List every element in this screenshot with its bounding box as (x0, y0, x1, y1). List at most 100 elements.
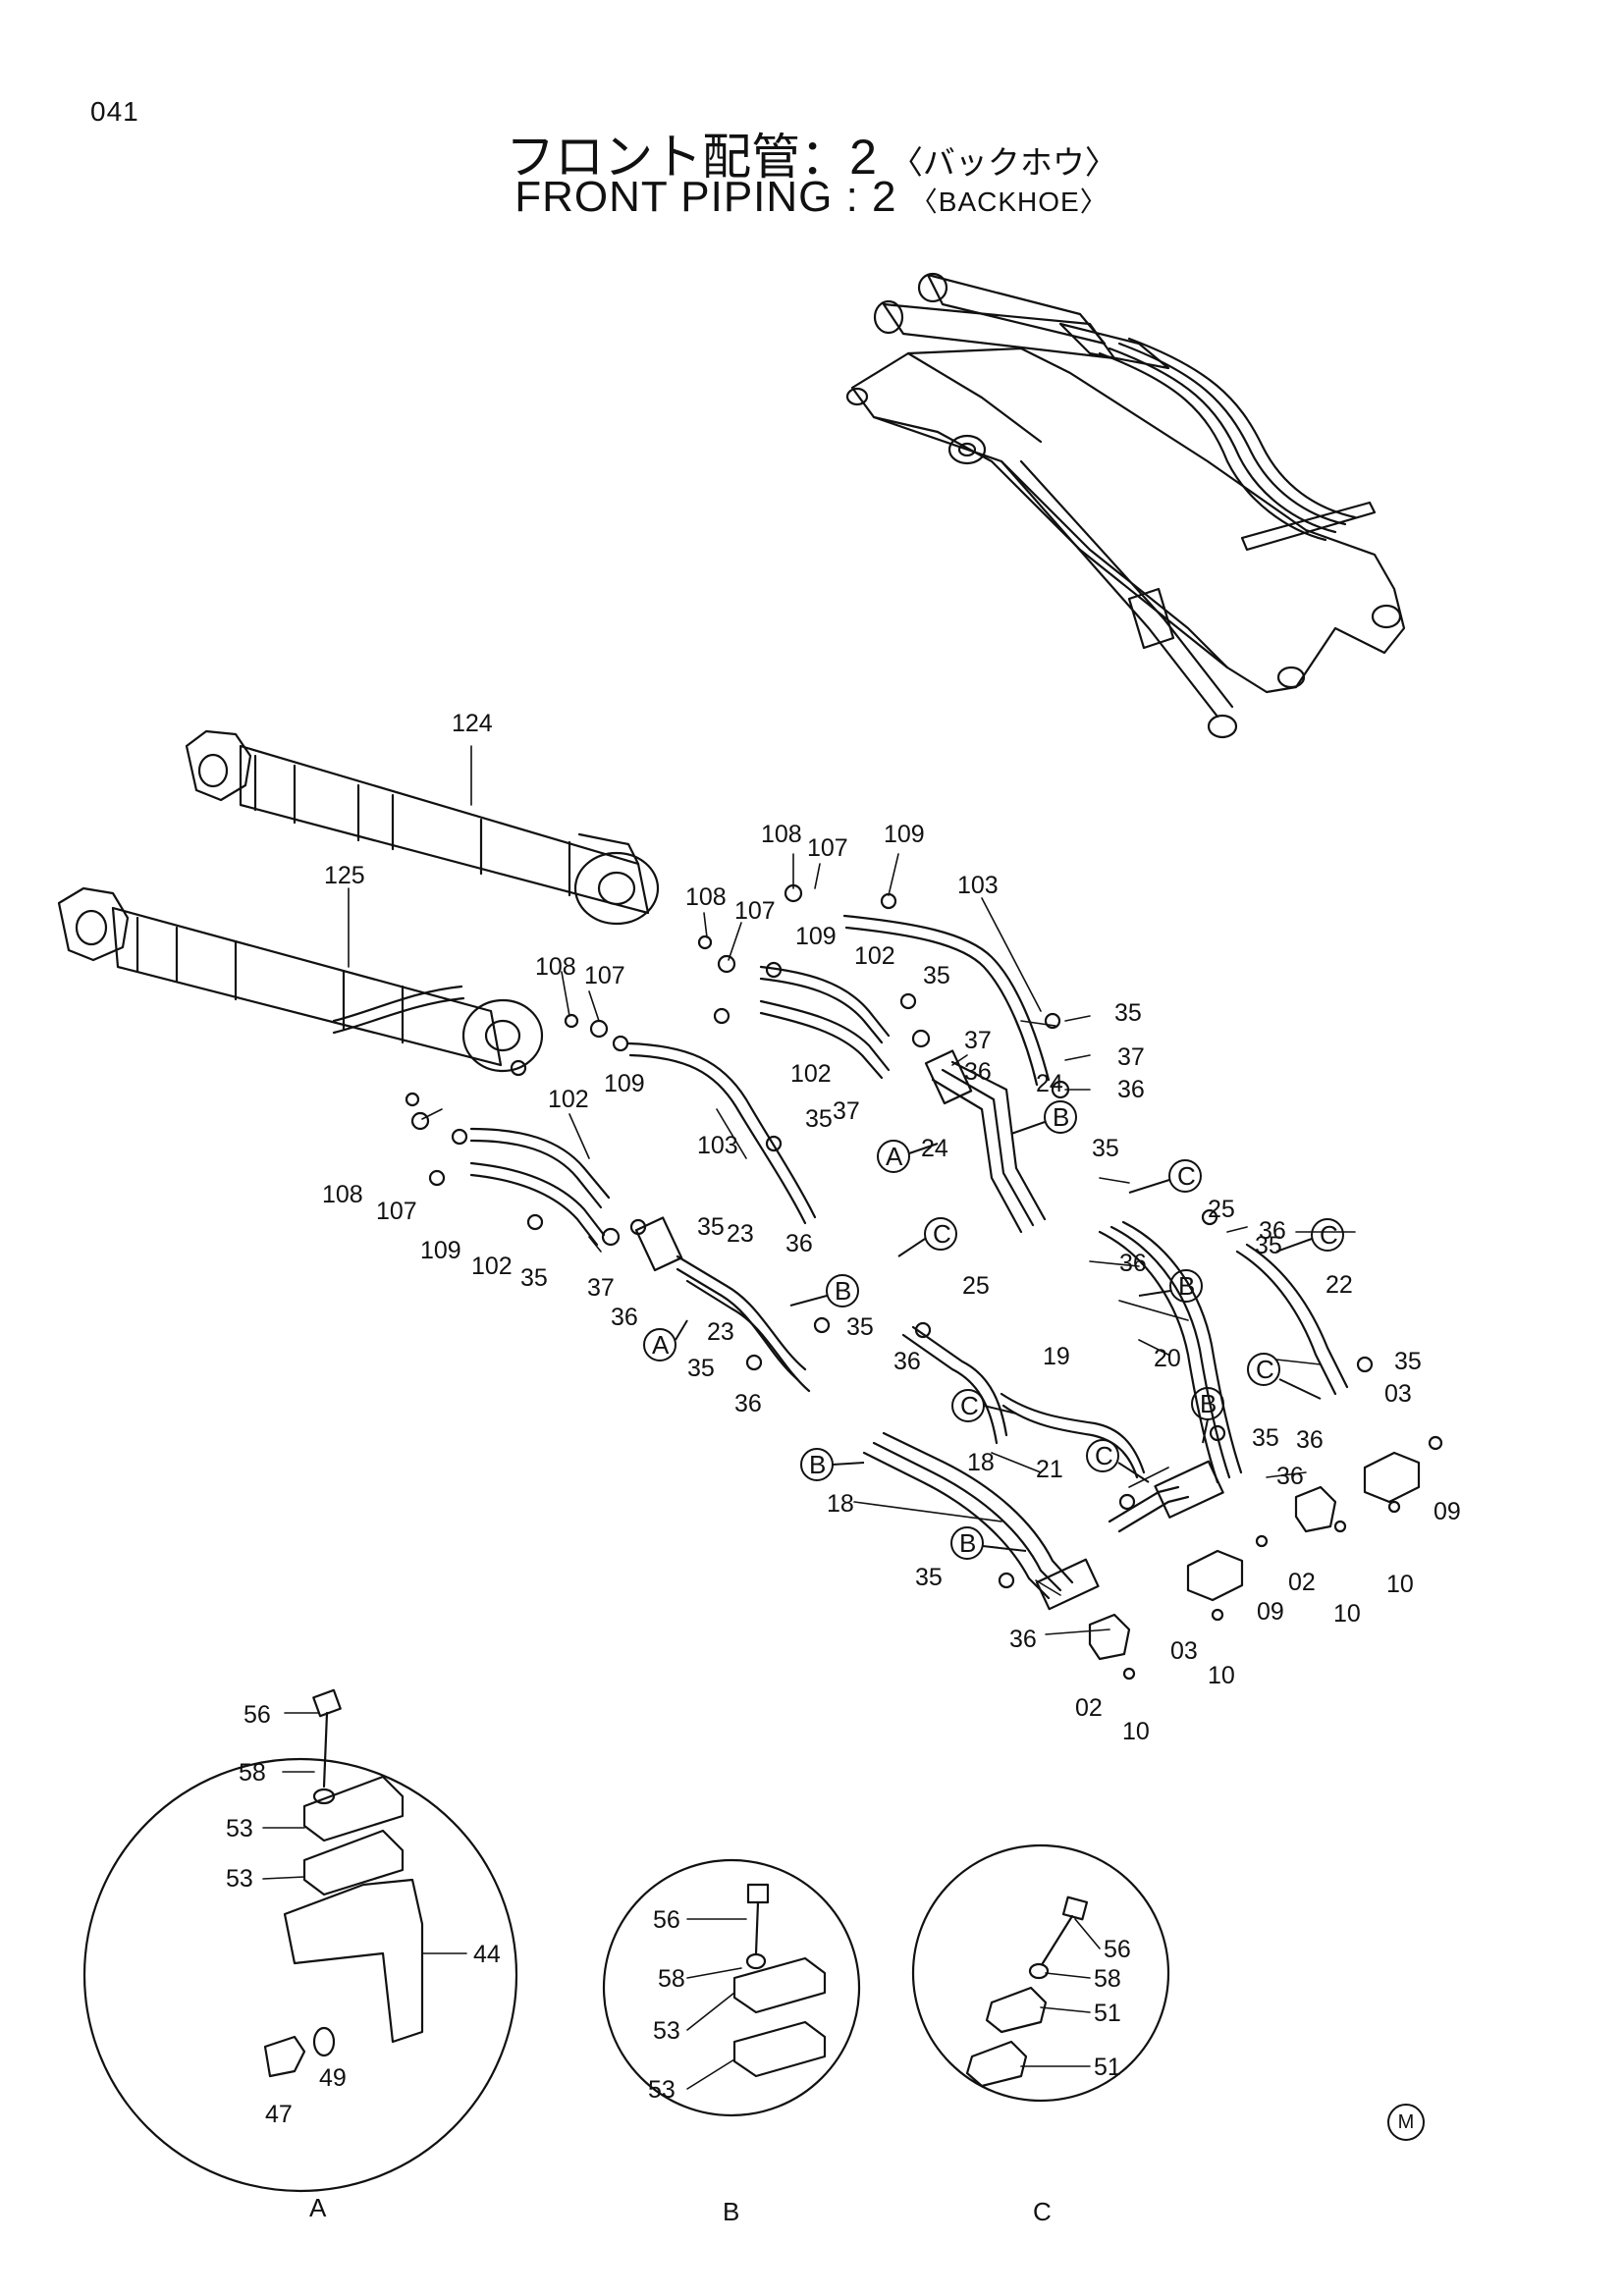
label-36: 36 (1119, 1250, 1147, 1277)
lower-pipe-bundles (634, 1049, 1349, 1611)
label-35: 35 (520, 1264, 548, 1292)
label-36: 36 (734, 1390, 762, 1417)
label-35: 35 (805, 1105, 833, 1133)
label-44: 44 (473, 1941, 501, 1968)
maker-mark: M (1387, 2104, 1425, 2141)
leader-lines (262, 745, 1356, 2090)
label-36: 36 (1259, 1217, 1286, 1245)
label-03: 03 (1170, 1637, 1198, 1665)
callout-c-1 (1128, 1159, 1202, 1194)
label-23: 23 (727, 1220, 754, 1248)
label-21: 21 (1036, 1456, 1063, 1483)
cylinder-125 (57, 886, 544, 1073)
label-02: 02 (1075, 1694, 1103, 1722)
callout-letter-c: C (1320, 1220, 1338, 1250)
label-109: 109 (884, 821, 925, 848)
label-58: 58 (658, 1965, 685, 1993)
label-18: 18 (827, 1490, 854, 1518)
label-25: 25 (1208, 1196, 1235, 1223)
label-37: 37 (1117, 1043, 1145, 1071)
label-125: 125 (324, 862, 365, 889)
callout-b-3 (1138, 1269, 1203, 1303)
callout-b-5 (800, 1448, 865, 1481)
callout-letters: C B A C C B A B C C B C B B (652, 1102, 1338, 1558)
callout-markers (643, 1100, 1344, 1560)
title-japanese: フロント配管：2 〈バックホウ〉 (0, 118, 1623, 188)
label-25: 25 (962, 1272, 990, 1300)
label-36: 36 (785, 1230, 813, 1257)
label-23: 23 (707, 1318, 734, 1346)
label-58: 58 (1094, 1965, 1121, 1993)
callout-letter-b: B (959, 1528, 976, 1558)
callout-a-1 (877, 1140, 939, 1173)
label-53: 53 (226, 1865, 253, 1893)
label-35: 35 (915, 1564, 943, 1591)
label-10: 10 (1333, 1600, 1361, 1628)
callout-letter-c: C (933, 1219, 951, 1249)
label-102: 102 (548, 1086, 589, 1113)
label-53: 53 (226, 1815, 253, 1842)
boom-overview (845, 272, 1406, 739)
callout-letter-a: A (652, 1330, 670, 1360)
label-56: 56 (243, 1701, 271, 1729)
label-35: 35 (1255, 1232, 1282, 1259)
label-58: 58 (239, 1759, 266, 1787)
label-20: 20 (1154, 1345, 1181, 1372)
callout-letter-b: B (1178, 1271, 1195, 1301)
label-35: 35 (687, 1355, 715, 1382)
label-102: 102 (471, 1253, 513, 1280)
label-35: 35 (846, 1313, 874, 1341)
label-37: 37 (833, 1097, 860, 1125)
detail-c-drawing (965, 1896, 1089, 2088)
callout-letter-c: C (1177, 1161, 1196, 1191)
label-22: 22 (1325, 1271, 1353, 1299)
detail-circle-c (911, 1843, 1170, 2103)
label-108: 108 (761, 821, 802, 848)
callout-letter-a: A (886, 1142, 903, 1171)
label-09: 09 (1434, 1498, 1461, 1525)
callout-letter-b: B (809, 1450, 826, 1479)
label-36: 36 (1276, 1463, 1304, 1490)
label-47: 47 (265, 2101, 293, 2128)
label-36: 36 (1117, 1076, 1145, 1103)
label-35: 35 (923, 962, 950, 989)
callout-letter-b: B (1200, 1389, 1217, 1418)
title-english: FRONT PIPING : 2 〈BACKHOE〉 (0, 173, 1623, 222)
label-49: 49 (319, 2064, 347, 2092)
callout-letter-c: C (1256, 1355, 1274, 1384)
label-02: 02 (1288, 1569, 1316, 1596)
callout-c-3 (1275, 1218, 1344, 1253)
detail-circle-a (82, 1757, 518, 2193)
detail-b-drawing (732, 1883, 827, 2078)
callout-c-6 (1086, 1439, 1150, 1483)
callout-b-2 (789, 1274, 859, 1308)
label-124: 124 (452, 710, 493, 737)
label-109: 109 (795, 923, 837, 950)
label-19: 19 (1043, 1343, 1070, 1370)
label-107: 107 (734, 897, 776, 925)
callout-letter-b: B (835, 1276, 851, 1306)
detail-circle-b (602, 1858, 861, 2117)
label-36: 36 (1009, 1626, 1037, 1653)
label-109: 109 (604, 1070, 645, 1097)
label-36: 36 (611, 1304, 638, 1331)
clamp-blocks (1088, 1435, 1443, 1681)
callout-c-4 (1247, 1353, 1322, 1400)
label-36: 36 (1296, 1426, 1324, 1454)
label-51: 51 (1094, 2054, 1121, 2081)
label-102: 102 (854, 942, 895, 970)
part-labels: 124 125 108 107 109 103 108 107 109 102 … (226, 710, 1461, 2226)
callout-letter-b: B (1053, 1102, 1069, 1132)
label-37: 37 (587, 1274, 615, 1302)
callout-b-4 (1191, 1387, 1224, 1444)
title-jp-paren: 〈バックホウ〉 (890, 144, 1117, 181)
detail-title-c: C (1033, 2197, 1052, 2226)
label-10: 10 (1386, 1571, 1414, 1598)
label-35: 35 (1394, 1348, 1422, 1375)
label-107: 107 (584, 962, 625, 989)
detail-title-b: B (723, 2197, 739, 2226)
label-51: 51 (1094, 2000, 1121, 2027)
cylinder-124 (185, 729, 660, 926)
label-10: 10 (1122, 1718, 1150, 1745)
